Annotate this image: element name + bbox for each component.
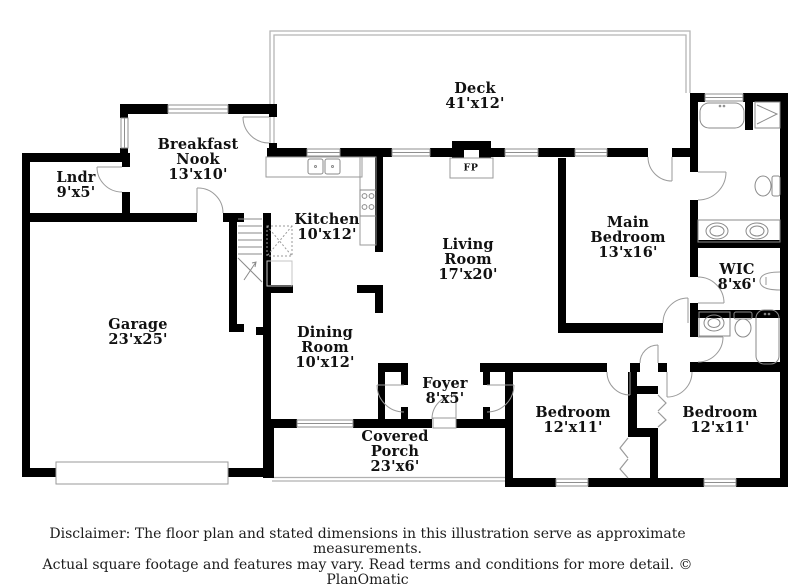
room-dims: 13'x10' — [168, 166, 228, 184]
bifold-door-icon — [657, 411, 667, 428]
room-name: Lndr — [56, 168, 96, 186]
room-name: Garage — [108, 315, 168, 333]
disclaimer-line-2: Actual square footage and features may v… — [42, 556, 693, 588]
window-icon — [504, 148, 539, 157]
toilet-icon — [733, 311, 753, 338]
bedroom-left-door-swing-icon — [606, 371, 631, 396]
main-bath-fixtures — [697, 101, 781, 243]
toilet-icon — [754, 175, 781, 197]
main-bath-door-swing-icon — [697, 171, 727, 201]
bifold-doors — [619, 394, 667, 479]
wic-door-swing-icon — [697, 276, 725, 304]
window-icon — [703, 478, 737, 487]
room-dims: 12'x11' — [690, 419, 750, 436]
deck-outline — [269, 30, 691, 148]
window-icon — [296, 419, 354, 428]
disclaimer-line-1: Disclaimer: The floor plan and stated di… — [49, 526, 686, 558]
window-icon — [391, 148, 431, 157]
room-name: Bedroom — [682, 403, 758, 421]
room-name: Bedroom — [535, 403, 611, 421]
kitchen-counter — [265, 156, 363, 178]
room-name: Dining Room — [296, 324, 353, 357]
room-dims: 12'x11' — [543, 419, 603, 436]
room-dims: 13'x16' — [598, 244, 658, 262]
room-name: Main Bedroom — [590, 214, 666, 247]
fireplace-icon — [449, 141, 494, 179]
bifold-door-icon — [619, 437, 629, 459]
bathtub-icon — [699, 102, 745, 129]
porch-floor-lines — [272, 476, 506, 482]
window-icon — [306, 148, 341, 157]
room-dims: 41'x12' — [445, 95, 505, 112]
bifold-door-icon — [657, 394, 667, 412]
bathtub-icon — [755, 309, 780, 365]
room-name: Covered Porch — [361, 428, 429, 461]
stove-icon — [359, 189, 377, 217]
hall-bath-fixtures — [698, 309, 780, 365]
room-dims: 17'x20' — [438, 266, 498, 284]
room-name: Deck — [454, 79, 496, 97]
room-name: Kitchen — [294, 210, 360, 228]
closet-rod-icon — [759, 271, 781, 291]
room-label-main-bedroom: Main Bedroom 13'x16' — [578, 215, 678, 261]
front-door-swing-icon — [431, 394, 457, 429]
kitchen-fixtures — [265, 156, 377, 246]
windows — [120, 93, 744, 487]
room-dims: 8'x6' — [717, 276, 757, 293]
window-icon — [120, 117, 129, 149]
room-label-dining-room: Dining Room 10'x12' — [288, 325, 362, 371]
room-dims: 23'x25' — [108, 331, 168, 348]
kitchen-sink-icon — [307, 158, 341, 175]
bedroom-deck-door-swing-icon — [647, 156, 673, 182]
window-icon — [574, 148, 608, 157]
sink-icon — [698, 311, 731, 337]
garage-entry-door-swing-icon — [196, 187, 224, 214]
room-dims: 23'x6' — [370, 458, 420, 476]
doors — [96, 116, 727, 429]
hall-bath-door-swing-icon — [697, 336, 724, 363]
window-icon — [555, 478, 589, 487]
room-dims: 10'x12' — [297, 226, 357, 243]
main-bedroom-door-swing-icon — [662, 297, 689, 324]
garage-door-icon — [55, 461, 229, 485]
window-icon — [704, 93, 744, 102]
walls — [22, 93, 788, 487]
bedroom-right-door-swing-icon — [666, 371, 693, 398]
stairs-icon — [237, 218, 263, 283]
room-name: Living Room — [442, 236, 494, 269]
room-label-living-room: Living Room 17'x20' — [433, 237, 503, 283]
fireplace-label: FP — [463, 162, 479, 174]
storage-boxes — [266, 225, 293, 287]
room-dims: 8'x5' — [425, 390, 465, 407]
foyer-right-closet-door-swing-icon — [486, 384, 515, 413]
disclaimer: Disclaimer: The floor plan and stated di… — [0, 526, 735, 588]
hall-closet-door-swing-icon — [639, 344, 659, 364]
room-label-covered-porch: Covered Porch 23'x6' — [349, 429, 441, 475]
double-vanity-icon — [697, 219, 781, 243]
room-dims: 9'x5' — [56, 184, 96, 201]
room-dims: 10'x12' — [295, 354, 355, 372]
window-icon — [167, 104, 229, 114]
shower-icon — [754, 101, 781, 129]
room-name: Breakfast Nook — [157, 136, 239, 169]
room-name: WIC — [719, 260, 755, 278]
room-name: Foyer — [422, 374, 468, 392]
nook-deck-door-swing-icon — [242, 116, 270, 144]
foyer-left-closet-door-swing-icon — [376, 384, 405, 413]
bifold-door-icon — [619, 458, 629, 479]
room-label-breakfast-nook: Breakfast Nook 13'x10' — [154, 137, 242, 183]
laundry-door-swing-icon — [96, 166, 123, 193]
